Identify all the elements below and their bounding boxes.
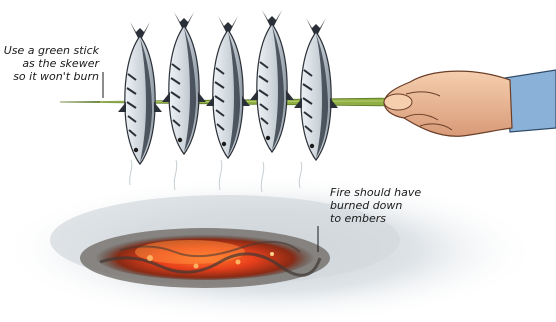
skewer-callout-line-3: so it won't burn [4,70,99,83]
fire-callout: Fire should have burned down to embers [330,186,421,225]
fish-group [118,10,338,164]
skewer-callout-line-2: as the skewer [4,57,99,70]
skewer-callout: Use a green stick as the skewer so it wo… [4,44,99,83]
fire-callout-line-2: burned down [330,199,421,212]
fire-callout-line-3: to embers [330,212,421,225]
fish-icon [206,16,250,158]
skewer-callout-line-1: Use a green stick [4,44,99,57]
fire-callout-line-1: Fire should have [330,186,421,199]
embers-fire-pit [80,228,330,288]
fish-icon [162,12,206,154]
hand-icon [384,70,556,136]
fish-icon [294,18,338,160]
fish-icon [250,10,294,152]
fish-icon [118,22,162,164]
